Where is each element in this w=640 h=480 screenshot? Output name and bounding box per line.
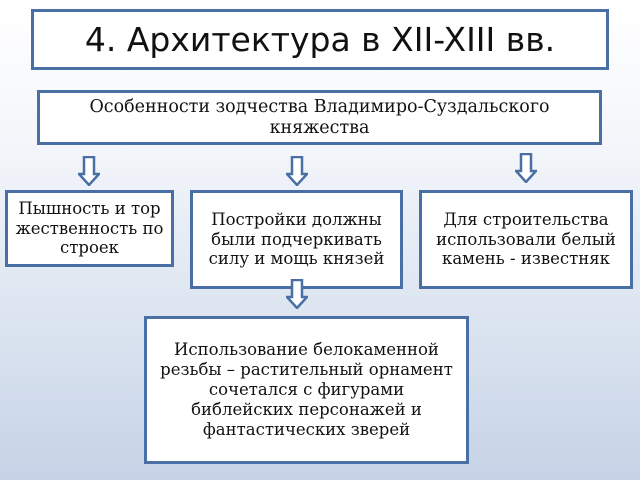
down-arrow-icon — [515, 153, 537, 183]
feature-box-right: Для строительства использовали белый кам… — [419, 190, 633, 289]
feature-label-left: Пышность и торжественность построек — [15, 198, 164, 258]
down-arrow-icon — [78, 156, 100, 186]
down-arrow-icon — [286, 156, 308, 186]
down-arrow-icon — [286, 279, 308, 309]
subtitle-box: Особенности зодчества Владимиро-Суздальс… — [37, 90, 602, 145]
title-box: 4. Архитектура в XII-XIII вв. — [31, 9, 609, 70]
feature-label-right: Для строительства использовали белый кам… — [436, 209, 616, 269]
conclusion-box: Использование белокаменной резьбы – раст… — [144, 316, 469, 464]
feature-label-middle: Постройки должны были подчеркивать силу … — [208, 209, 385, 269]
feature-box-left: Пышность и торжественность построек — [5, 190, 174, 267]
diagram-root-label: Особенности зодчества Владимиро-Суздальс… — [89, 96, 550, 138]
conclusion-label: Использование белокаменной резьбы – раст… — [160, 339, 453, 440]
page-title: 4. Архитектура в XII-XIII вв. — [84, 19, 556, 59]
feature-box-middle: Постройки должны были подчеркивать силу … — [190, 190, 403, 289]
